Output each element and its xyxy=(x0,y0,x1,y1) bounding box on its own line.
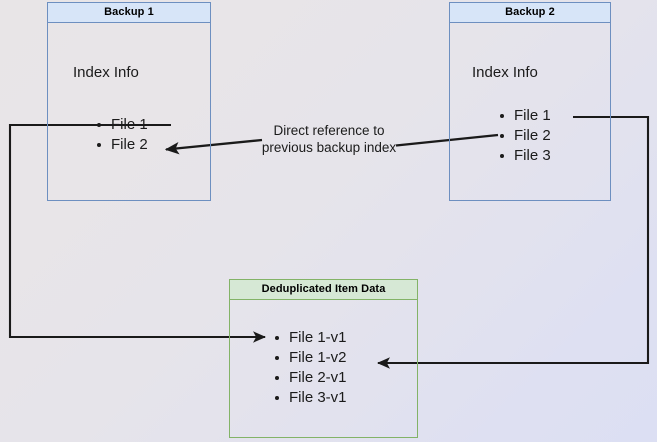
box-backup2-header: Backup 2 xyxy=(449,2,611,23)
backup1-file-list: File 1 File 2 xyxy=(94,115,148,155)
backup2-index-info-label: Index Info xyxy=(472,64,538,81)
list-item: File 1 xyxy=(497,106,551,126)
box-dedup-body: File 1-v1 File 1-v2 File 2-v1 File 3-v1 xyxy=(229,300,418,438)
box-backup2-body: Index Info File 1 File 2 File 3 xyxy=(449,23,611,201)
list-item: File 2-v1 xyxy=(272,368,347,388)
box-backup2[interactable]: Backup 2 Index Info File 1 File 2 File 3 xyxy=(449,2,611,201)
list-item: File 2 xyxy=(94,135,148,155)
list-item: File 1 xyxy=(94,115,148,135)
direct-reference-line-1: Direct reference to xyxy=(273,123,385,138)
backup2-file-list: File 1 File 2 File 3 xyxy=(497,106,551,166)
box-backup1-header: Backup 1 xyxy=(47,2,211,23)
box-deduplicated-item-data[interactable]: Deduplicated Item Data File 1-v1 File 1-… xyxy=(229,279,418,438)
box-dedup-header: Deduplicated Item Data xyxy=(229,279,418,300)
list-item: File 1-v1 xyxy=(272,328,347,348)
list-item: File 3-v1 xyxy=(272,388,347,408)
direct-reference-label: Direct reference to previous backup inde… xyxy=(249,122,409,156)
box-backup1[interactable]: Backup 1 Index Info File 1 File 2 xyxy=(47,2,211,201)
list-item: File 1-v2 xyxy=(272,348,347,368)
box-backup1-body: Index Info File 1 File 2 xyxy=(47,23,211,201)
dedup-file-list: File 1-v1 File 1-v2 File 2-v1 File 3-v1 xyxy=(272,328,347,408)
list-item: File 2 xyxy=(497,126,551,146)
backup1-index-info-label: Index Info xyxy=(73,64,139,81)
list-item: File 3 xyxy=(497,146,551,166)
direct-reference-line-2: previous backup index xyxy=(261,140,397,155)
